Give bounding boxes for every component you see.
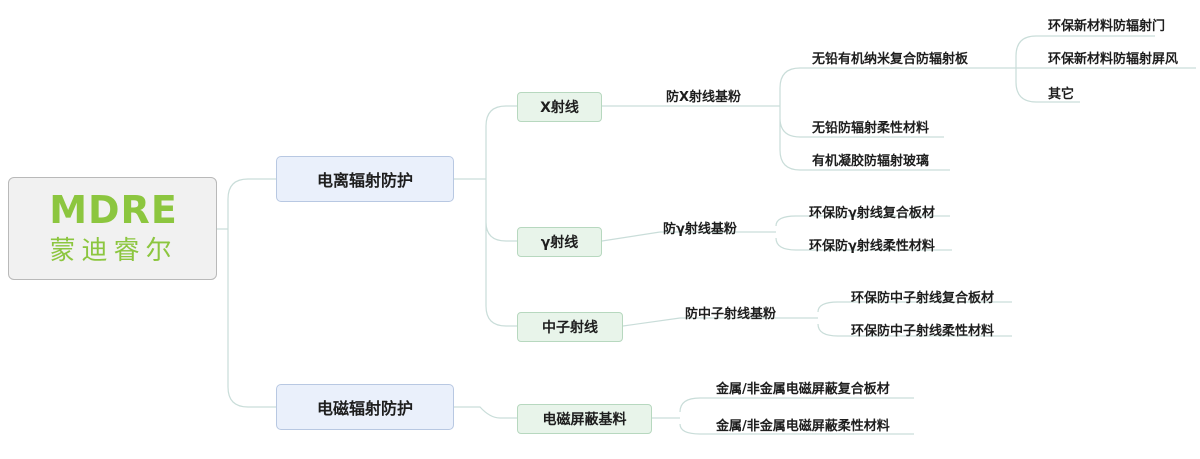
node-gamma-ray[interactable]: γ射线 bbox=[517, 227, 602, 257]
node-eco-radiation-screen[interactable]: 环保新材料防辐射屏风 bbox=[1048, 52, 1179, 67]
node-lead-free-nano-board[interactable]: 无铅有机纳米复合防辐射板 bbox=[812, 52, 969, 67]
edge-npowder-trunk bbox=[795, 301, 1012, 337]
node-organic-gel-glass[interactable]: 有机凝胶防辐射玻璃 bbox=[812, 154, 930, 169]
edge-root-trunk bbox=[217, 178, 276, 408]
edge-gpowder-trunk bbox=[755, 215, 952, 251]
node-eco-radiation-door[interactable]: 环保新材料防辐射门 bbox=[1048, 19, 1166, 34]
logo-chinese-name: 蒙迪睿尔 bbox=[49, 236, 178, 266]
node-others[interactable]: 其它 bbox=[1048, 87, 1075, 102]
root-node[interactable]: MDRE 蒙迪睿尔 bbox=[8, 177, 217, 280]
node-anti-neutron-ray-powder[interactable]: 防中子射线基粉 bbox=[685, 307, 777, 322]
node-lead-free-flexible-material[interactable]: 无铅防辐射柔性材料 bbox=[812, 121, 930, 136]
edge-xpowder-trunk bbox=[760, 67, 990, 171]
node-eco-gamma-flexible-material[interactable]: 环保防γ射线柔性材料 bbox=[809, 239, 935, 254]
edge-em-to-shield bbox=[454, 406, 517, 419]
node-metal-em-flexible-material[interactable]: 金属/非金属电磁屏蔽柔性材料 bbox=[716, 419, 890, 434]
edge-shield-trunk bbox=[652, 397, 914, 435]
node-em-radiation-protection[interactable]: 电磁辐射防护 bbox=[276, 384, 454, 430]
node-eco-neutron-composite-board[interactable]: 环保防中子射线复合板材 bbox=[851, 291, 995, 306]
node-em-shielding-base[interactable]: 电磁屏蔽基料 bbox=[517, 404, 652, 434]
node-x-ray[interactable]: X射线 bbox=[517, 92, 602, 122]
node-anti-gamma-ray-powder[interactable]: 防γ射线基粉 bbox=[663, 222, 737, 237]
node-eco-neutron-flexible-material[interactable]: 环保防中子射线柔性材料 bbox=[851, 324, 995, 339]
edge-board-trunk bbox=[990, 35, 1196, 103]
node-metal-em-composite-board[interactable]: 金属/非金属电磁屏蔽复合板材 bbox=[716, 382, 890, 397]
node-anti-x-ray-powder[interactable]: 防X射线基粉 bbox=[666, 90, 742, 105]
edge-ionizing-trunk bbox=[454, 105, 517, 327]
logo-mark: MDRE bbox=[49, 188, 178, 232]
node-ionizing-radiation-protection[interactable]: 电离辐射防护 bbox=[276, 156, 454, 202]
node-eco-gamma-composite-board[interactable]: 环保防γ射线复合板材 bbox=[809, 206, 935, 221]
node-neutron-ray[interactable]: 中子射线 bbox=[517, 312, 623, 342]
